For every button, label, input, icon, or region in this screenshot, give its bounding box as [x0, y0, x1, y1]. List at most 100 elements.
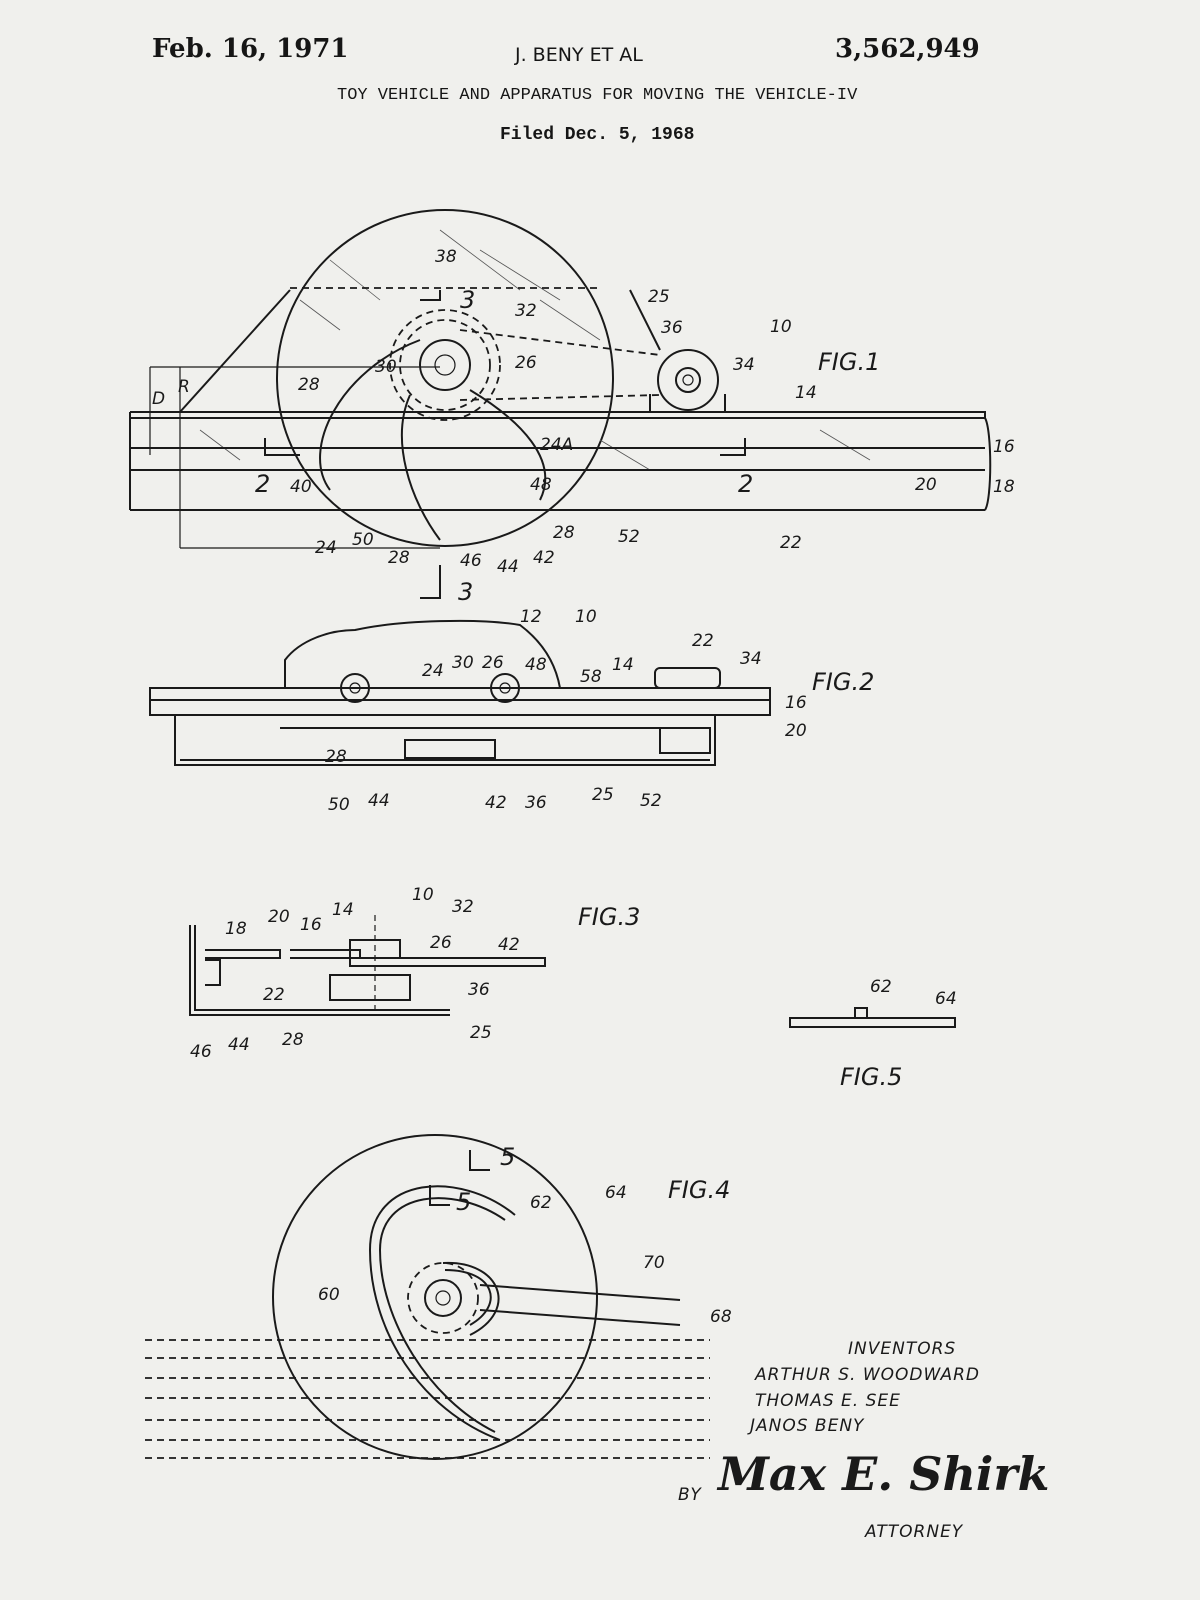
section-marker: 5 [456, 1188, 471, 1216]
ref-label: 28 [325, 747, 347, 767]
ref-label: 25 [470, 1023, 492, 1043]
ref-label: 40 [290, 477, 312, 497]
ref-label: 44 [228, 1035, 250, 1055]
patent-title: TOY VEHICLE AND APPARATUS FOR MOVING THE… [337, 86, 858, 105]
ref-label: 24A [540, 435, 573, 455]
ref-label: 28 [298, 375, 320, 395]
ref-label: 68 [710, 1307, 732, 1327]
ref-label: 50 [328, 795, 350, 815]
ref-label: 52 [618, 527, 640, 547]
ref-label: 64 [935, 989, 957, 1009]
ref-label: 10 [412, 885, 434, 905]
attorney-signature: Max E. Shirk [716, 1447, 1050, 1501]
inventors-heading: INVENTORS [848, 1339, 956, 1359]
ref-label: 20 [785, 721, 807, 741]
figure-caption: FIG.3 [578, 903, 640, 931]
inventor-name: ARTHUR S. WOODWARD [754, 1365, 980, 1385]
attorney-label: ATTORNEY [864, 1522, 964, 1542]
ref-label: 18 [993, 477, 1015, 497]
figure-3: 10 32 14 18 20 16 26 42 22 36 46 44 28 2… [189, 885, 640, 1062]
ref-label: 46 [460, 551, 482, 571]
inventor-name: THOMAS E. SEE [755, 1391, 901, 1411]
section-marker: 3 [460, 286, 475, 314]
ref-label: 42 [498, 935, 520, 955]
figure-caption: FIG.2 [812, 668, 874, 696]
ref-label: 32 [452, 897, 474, 917]
ref-label: 52 [640, 791, 662, 811]
figure-1: 38 3 32 25 36 10 34 14 30 26 28 D R 24A … [129, 209, 1015, 606]
inventors-block: INVENTORS ARTHUR S. WOODWARD THOMAS E. S… [678, 1339, 1050, 1542]
ref-label: 24 [315, 538, 337, 558]
cam-groove-62 [368, 1185, 516, 1441]
ref-label: 25 [592, 785, 614, 805]
ref-label: 44 [497, 557, 519, 577]
ref-label: 28 [388, 548, 410, 568]
ref-label: 22 [263, 985, 285, 1005]
ref-label: 42 [533, 548, 555, 568]
ref-label: 30 [375, 357, 397, 377]
ref-label: 34 [740, 649, 762, 669]
ref-label: 16 [300, 915, 322, 935]
ref-label: 30 [452, 653, 474, 673]
ref-label: 24 [422, 661, 444, 681]
figure-caption: FIG.4 [668, 1176, 730, 1204]
drive-wheel-34 [657, 349, 719, 411]
ref-label: 58 [580, 667, 602, 687]
ref-label: 26 [515, 353, 537, 373]
ref-label: 64 [605, 1183, 627, 1203]
ref-label: 46 [190, 1042, 212, 1062]
figure-caption: FIG.5 [840, 1063, 902, 1091]
section-marker: 3 [458, 578, 473, 606]
inventor-short: J. BENY ET AL [515, 44, 643, 66]
section-marker: 2 [738, 470, 753, 498]
ref-label: 36 [661, 318, 683, 338]
patent-date: Feb. 16, 1971 [152, 34, 349, 64]
section-marker: 5 [500, 1143, 515, 1171]
disc-64 [272, 1134, 598, 1460]
ref-label: 25 [648, 287, 670, 307]
ref-label: 32 [515, 301, 537, 321]
ref-label: 36 [525, 793, 547, 813]
ref-label: 50 [352, 530, 374, 550]
figure-2: 12 10 22 34 24 30 26 48 58 14 16 20 28 5… [149, 607, 874, 815]
ref-label: 18 [225, 919, 247, 939]
ref-label: 26 [482, 653, 504, 673]
by-label: BY [678, 1485, 702, 1505]
ref-label: 20 [268, 907, 290, 927]
ref-label: 36 [468, 980, 490, 1000]
ref-label: 60 [318, 1285, 340, 1305]
toy-car-12 [284, 619, 561, 689]
filed-date: Filed Dec. 5, 1968 [500, 125, 695, 145]
section-marker: 2 [255, 470, 270, 498]
ref-label: 34 [733, 355, 755, 375]
ref-label: 22 [692, 631, 714, 651]
ref-label: 38 [435, 247, 457, 267]
ref-label: 16 [993, 437, 1015, 457]
ref-label: 28 [282, 1030, 304, 1050]
ref-label: 12 [520, 607, 542, 627]
ref-label: 10 [575, 607, 597, 627]
ref-label: 26 [430, 933, 452, 953]
ref-label: 62 [530, 1193, 552, 1213]
ref-label: 22 [780, 533, 802, 553]
ref-label: 14 [795, 383, 817, 403]
ref-label: 48 [525, 655, 547, 675]
disc-25 [276, 209, 614, 547]
ref-label: 28 [553, 523, 575, 543]
ref-label: 62 [870, 977, 892, 997]
ref-label: 48 [530, 475, 552, 495]
hub-32 [419, 339, 471, 391]
ref-label: 70 [643, 1253, 665, 1273]
ref-label: 44 [368, 791, 390, 811]
ref-label: R [178, 377, 190, 397]
ref-label: 20 [915, 475, 937, 495]
figure-4: 5 5 62 64 70 60 68 FIG.4 [145, 1134, 732, 1460]
ref-label: 42 [485, 793, 507, 813]
ref-label: 10 [770, 317, 792, 337]
figure-caption: FIG.1 [818, 348, 880, 376]
patent-number: 3,562,949 [835, 34, 980, 64]
ref-label: 16 [785, 693, 807, 713]
ref-label: 14 [612, 655, 634, 675]
